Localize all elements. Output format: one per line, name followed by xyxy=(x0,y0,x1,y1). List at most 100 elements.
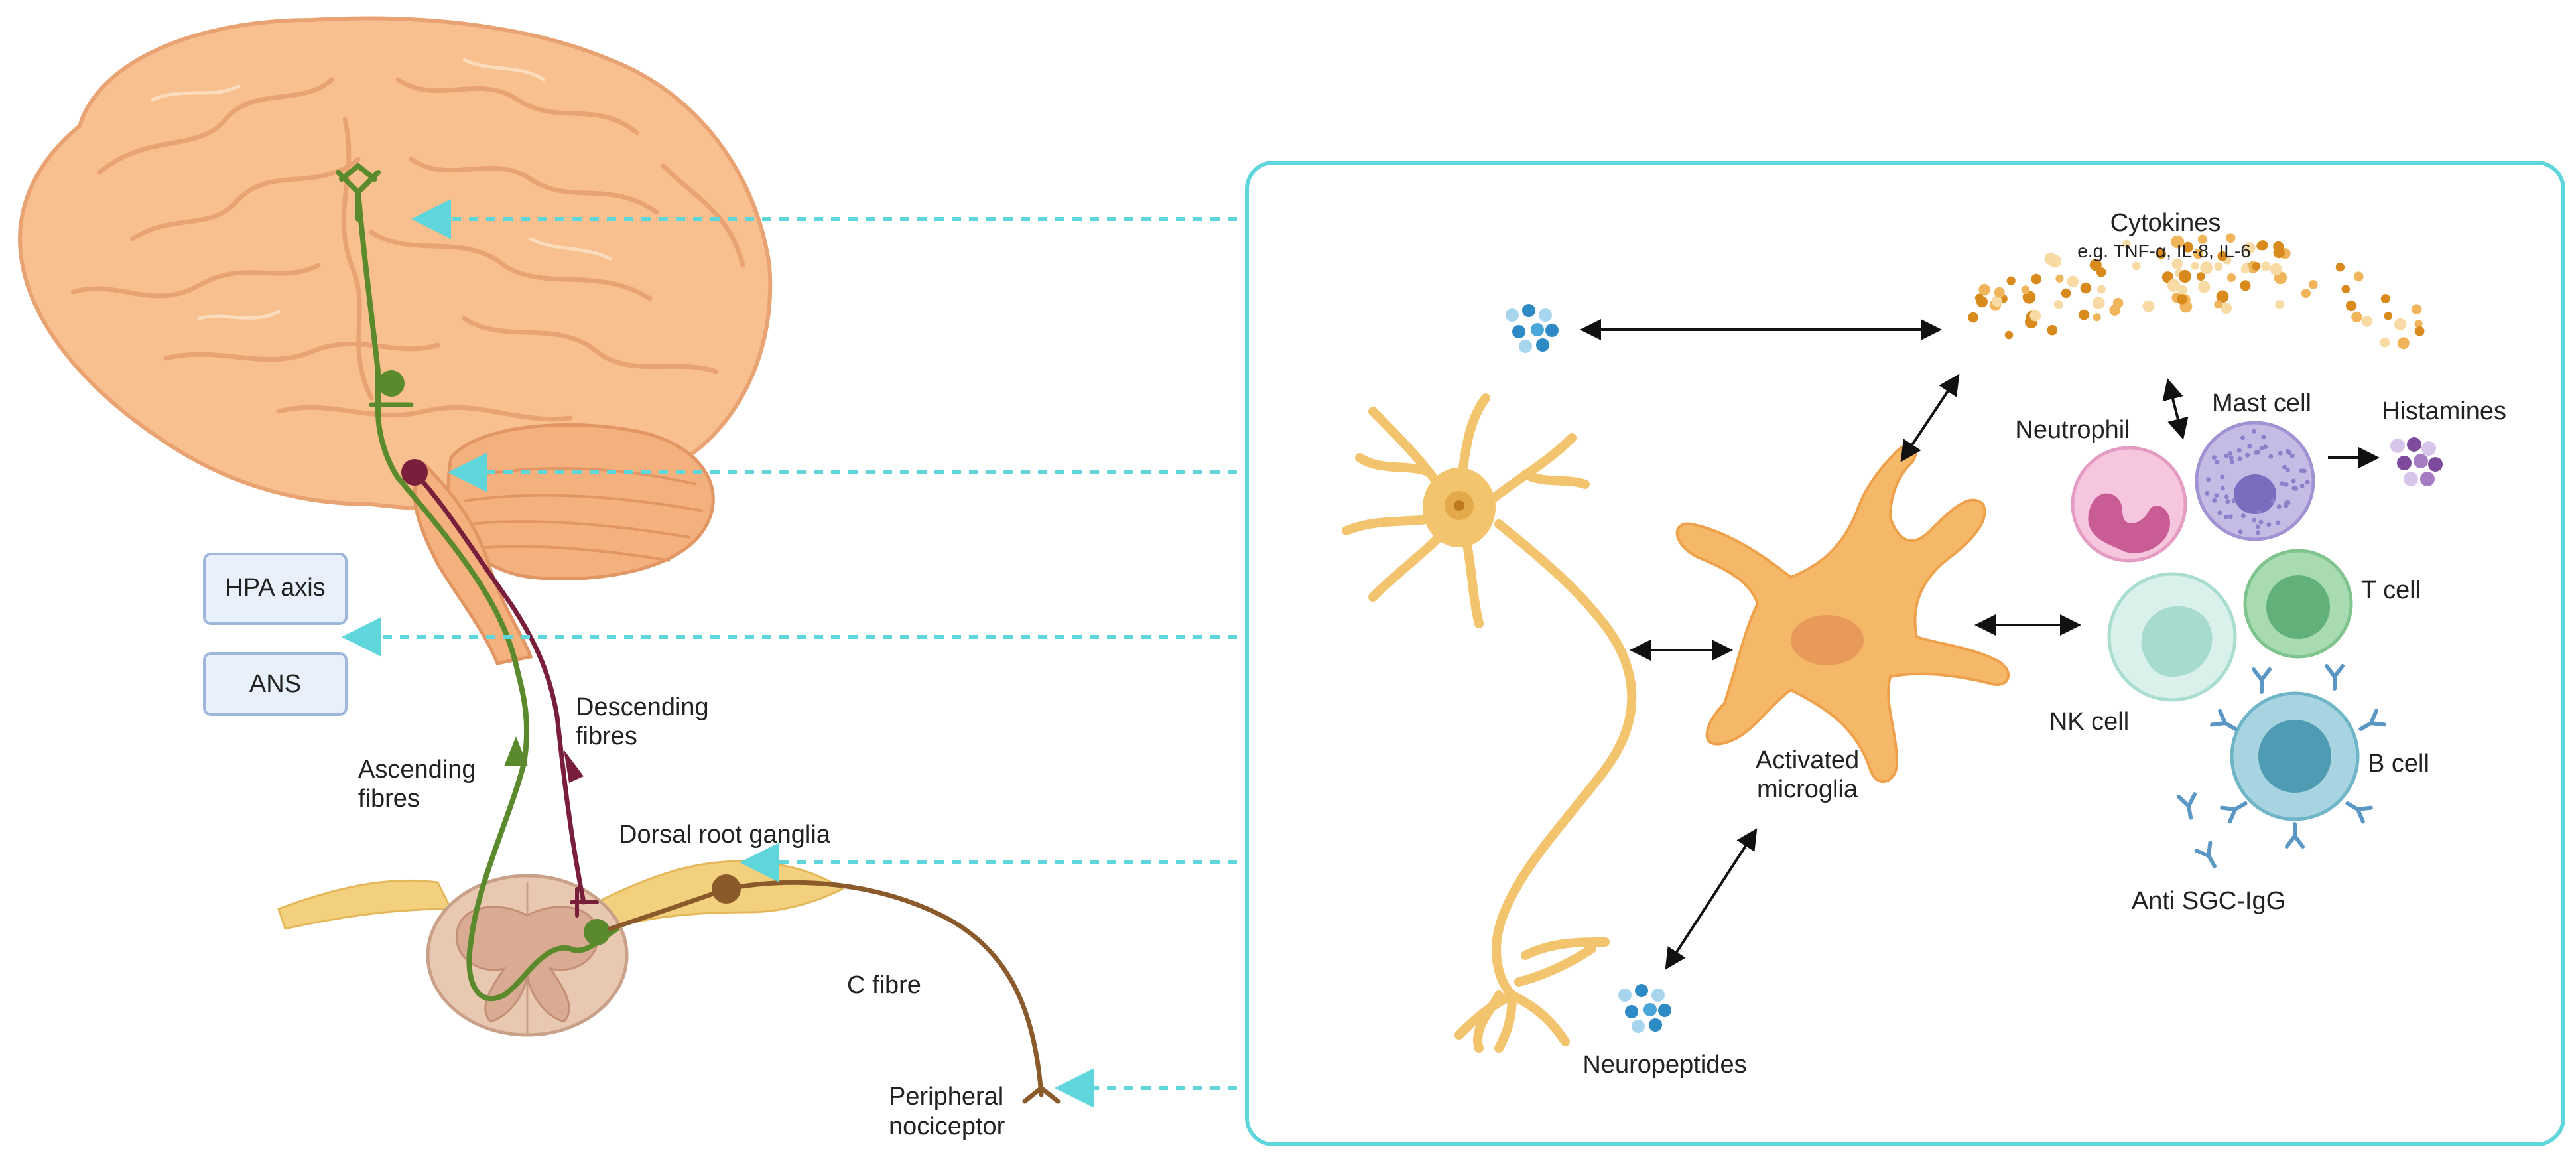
cytokine-particle xyxy=(2156,249,2166,259)
cytokine-particle xyxy=(2044,252,2057,265)
cytokine-particle xyxy=(2191,261,2199,270)
mast-cell-granule xyxy=(2263,444,2268,450)
cytokine-particle xyxy=(2080,282,2092,294)
cytokine-particle xyxy=(2006,276,2016,285)
cytokine-particle xyxy=(2221,303,2232,314)
cytokine-particle xyxy=(2029,310,2041,322)
cytokine-particle xyxy=(2047,324,2058,336)
ascending-fibres-label-line2: fibres xyxy=(358,785,420,813)
peripheral-nociceptor-label-line1: Peripheral xyxy=(889,1083,1003,1111)
cytokine-particle xyxy=(2308,280,2318,289)
mast-cell-granule xyxy=(2215,460,2220,465)
cytokine-particle xyxy=(2079,309,2090,320)
mast-cell-granule xyxy=(2305,480,2310,485)
cytokines-cluster xyxy=(1968,233,2425,350)
brainstem-icon xyxy=(413,462,533,665)
cytokine-particle xyxy=(2397,337,2410,350)
mast-cell-icon xyxy=(2195,421,2315,541)
antibody-icon xyxy=(2358,709,2386,731)
mast-cell-label: Mast cell xyxy=(2212,389,2311,417)
mast-cell-granule xyxy=(2256,530,2261,535)
brain-icon xyxy=(17,16,773,512)
cytokine-particle xyxy=(2177,294,2187,305)
neuron-icon xyxy=(1342,393,1637,1053)
cytokine-particle xyxy=(2177,285,2188,295)
cytokine-particle xyxy=(2216,290,2229,303)
cytokine-particle xyxy=(2167,279,2181,293)
cytokine-particle xyxy=(2183,241,2193,253)
cytokine-particle xyxy=(2353,271,2364,282)
mast-cell-granule xyxy=(2245,452,2250,458)
mast-cell-granule xyxy=(2214,493,2219,498)
cytokines-example-label: e.g. TNF-α, IL-8, IL-6 xyxy=(2077,241,2251,261)
mast-cell-granule xyxy=(2220,486,2225,491)
ascending-fibres-label-line1: Ascending xyxy=(358,756,476,784)
cytokine-particle xyxy=(2178,269,2191,283)
nk-cell-label: NK cell xyxy=(2049,708,2129,736)
antibody-icon xyxy=(2177,664,2386,868)
cytokine-particle xyxy=(2021,285,2030,295)
cytokine-particle xyxy=(2198,281,2211,293)
mast-cell-granule xyxy=(2225,499,2230,504)
cytokine-particle xyxy=(2096,267,2106,277)
neutrophil-icon xyxy=(2071,446,2187,563)
mast-cell-granule xyxy=(2276,504,2282,510)
cytokine-particle xyxy=(2261,261,2271,271)
neutrophil-label: Neutrophil xyxy=(2015,416,2130,444)
cytokine-particle xyxy=(2384,312,2393,320)
mast-cell-granule xyxy=(2236,448,2242,453)
cytokine-particle xyxy=(2361,316,2373,327)
cytokine-particle xyxy=(2093,313,2101,322)
cytokine-particle xyxy=(2240,265,2250,274)
mast-cell-granule xyxy=(2231,498,2236,504)
cytokine-particle xyxy=(2252,262,2261,271)
cytokine-particle xyxy=(2414,326,2425,336)
mast-cell-granule xyxy=(2240,435,2245,441)
mast-cell-granule xyxy=(2286,468,2290,473)
cytokine-particle xyxy=(2256,241,2266,251)
mast-cell-granule xyxy=(2291,478,2296,484)
ans-box: ANS xyxy=(203,652,348,716)
mast-cell-granule xyxy=(2299,484,2305,488)
c-fibre xyxy=(608,874,1061,1104)
b-cell-label: B cell xyxy=(2368,750,2429,778)
mast-cell-granule xyxy=(2240,513,2246,519)
mast-cell-granule xyxy=(2293,486,2298,491)
interaction-arrows xyxy=(1580,319,2380,970)
cytokine-particle xyxy=(2092,297,2105,310)
hpa-axis-label: HPA axis xyxy=(225,574,325,602)
mast-cell-granule xyxy=(2289,453,2295,458)
cytokine-particle xyxy=(2335,263,2345,272)
cytokine-particle xyxy=(2055,274,2064,283)
cytokine-particle xyxy=(2122,239,2131,248)
mast-cell-granule xyxy=(2224,453,2229,458)
mast-cell-granule xyxy=(2206,477,2211,482)
cytokine-particle xyxy=(2193,249,2203,259)
mast-cell-granule xyxy=(2259,446,2264,451)
mast-cell-granule xyxy=(2228,455,2234,460)
cytokine-particle xyxy=(2380,337,2390,348)
antibody-icon xyxy=(2220,801,2248,824)
mast-cell-granule xyxy=(2255,524,2260,529)
mast-cell-granule xyxy=(2228,450,2233,456)
mast-cell-granule xyxy=(2247,444,2252,449)
histamines-icon xyxy=(2390,437,2443,486)
t-cell-icon xyxy=(2243,549,2353,659)
mast-cell-granule xyxy=(2238,529,2243,535)
cytokine-particle xyxy=(2214,300,2223,309)
mast-cell-granule xyxy=(2276,520,2281,525)
mast-cell-granule xyxy=(2255,450,2260,455)
descending-fibres-label-line1: Descending xyxy=(576,693,709,721)
mast-cell-granule xyxy=(2251,429,2256,434)
cytokine-particle xyxy=(2341,285,2351,294)
cytokine-particle xyxy=(2096,285,2106,294)
cytokine-particle xyxy=(2273,246,2285,259)
ans-label: ANS xyxy=(249,670,301,698)
descending-fibres-label-line2: fibres xyxy=(576,722,637,750)
cytokine-particle xyxy=(2197,234,2207,244)
neuropeptide-cluster-bottom xyxy=(1618,984,1671,1033)
antibody-icon xyxy=(2325,664,2345,691)
cytokine-particle xyxy=(1974,293,1984,303)
cytokine-particle xyxy=(2351,311,2362,322)
mast-cell-granule xyxy=(2284,482,2289,487)
